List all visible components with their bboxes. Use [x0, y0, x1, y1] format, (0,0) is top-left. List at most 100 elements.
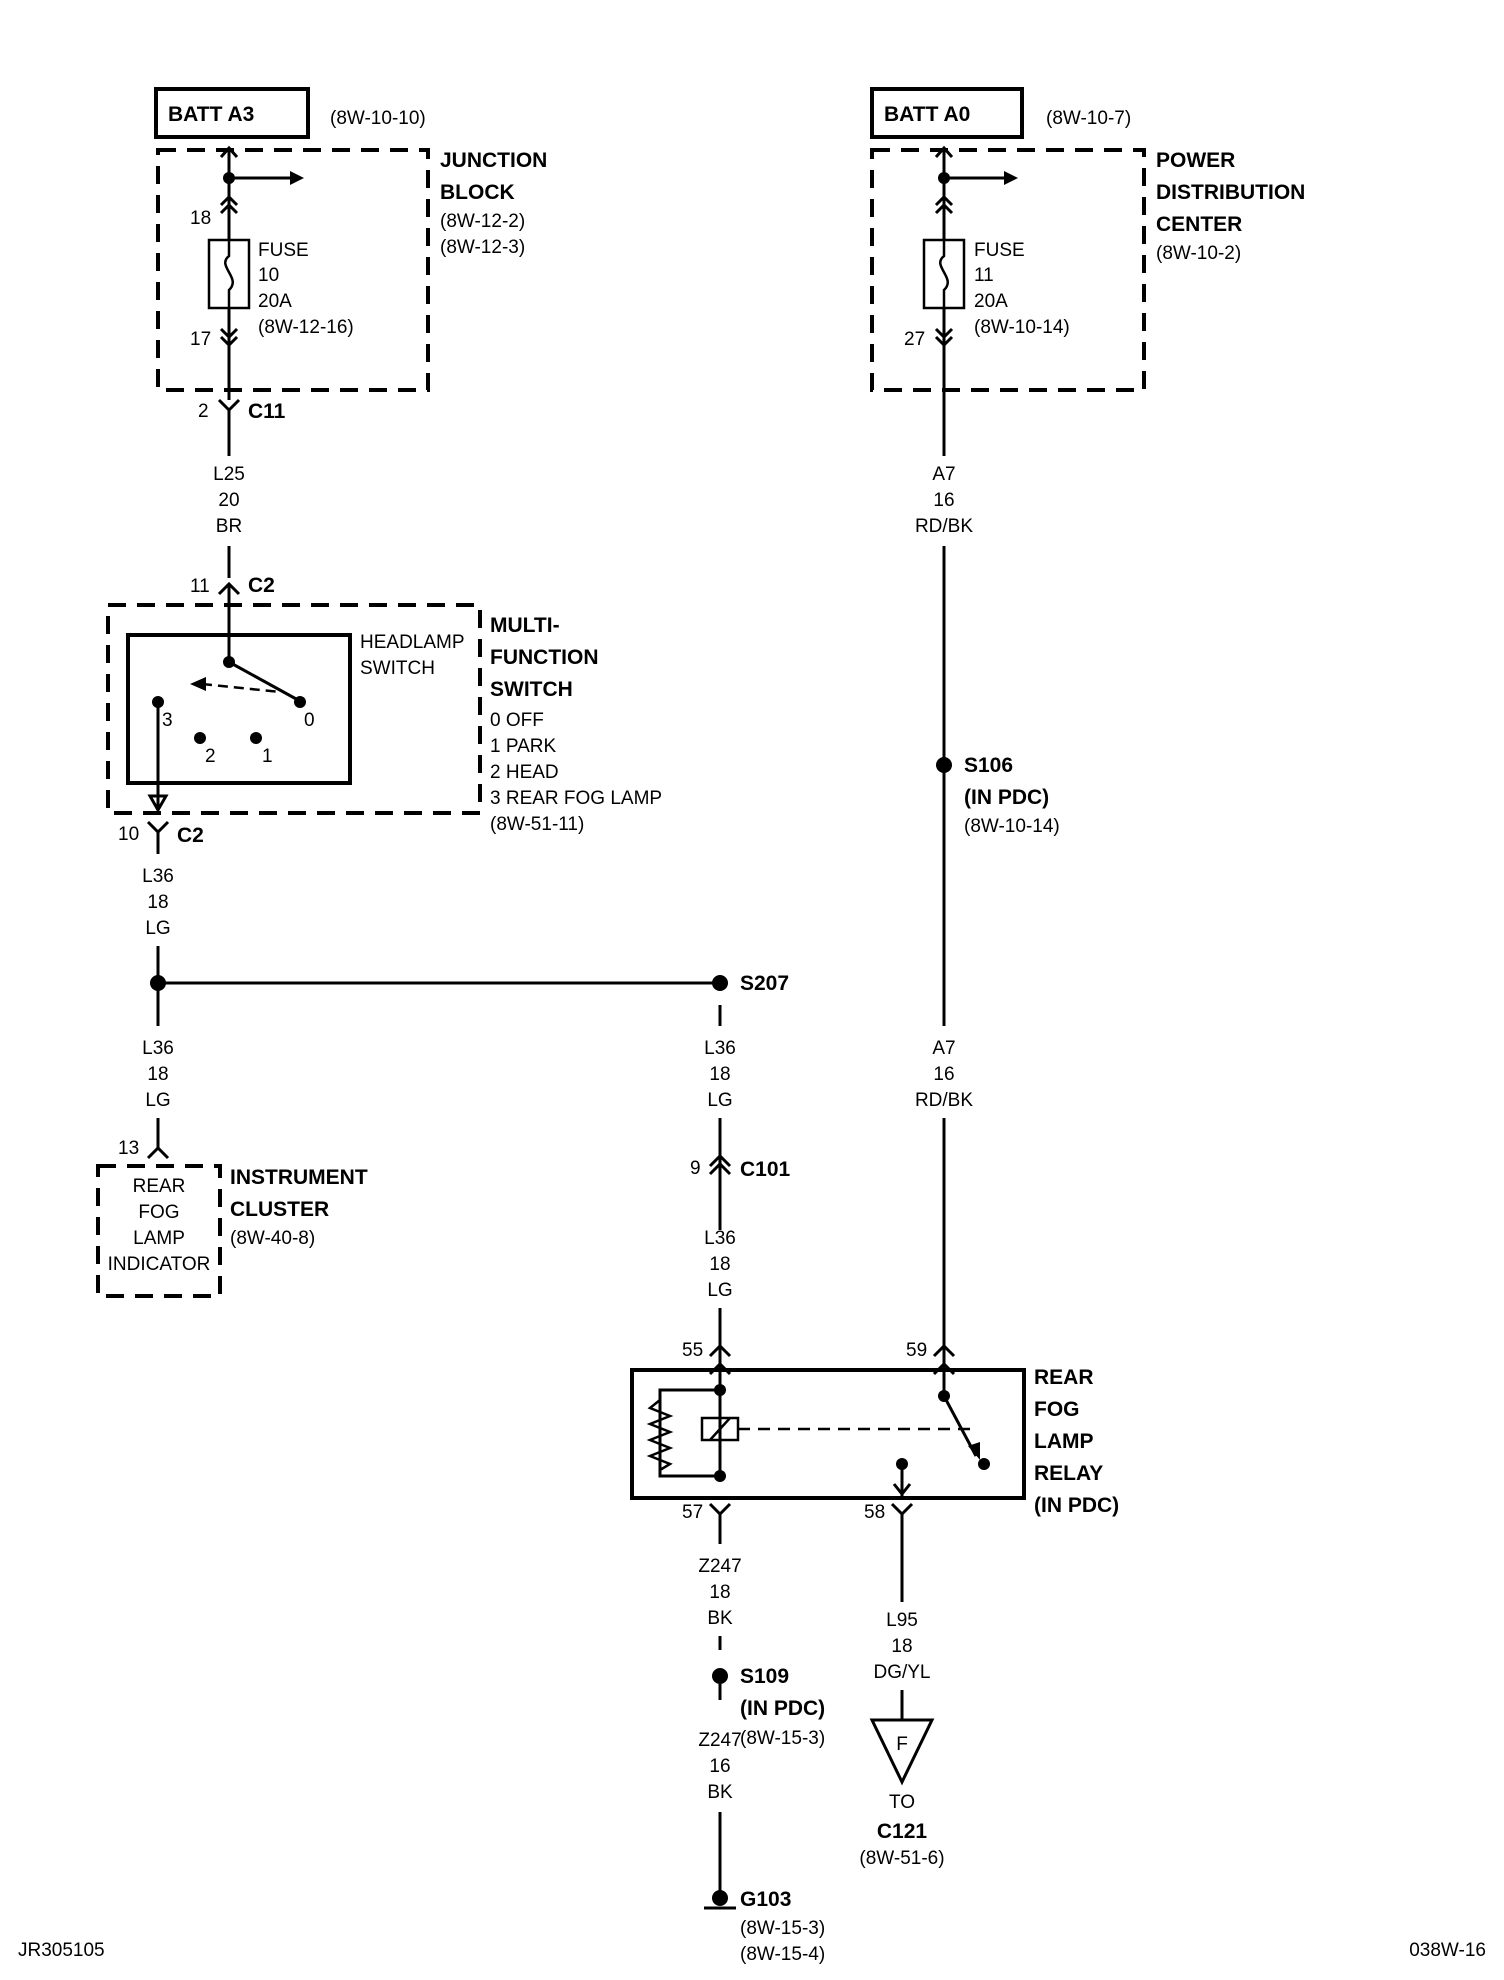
- jb-pin-in: 18: [190, 208, 211, 229]
- a7-b-gauge: 16: [933, 1064, 954, 1085]
- s106-ref: (8W-10-14): [964, 816, 1060, 837]
- relay-title-3: RELAY: [1034, 1462, 1103, 1485]
- connector-f-c121: F TO C121 (8W-51-6): [859, 1718, 945, 1869]
- ic-title-1: INSTRUMENT: [230, 1166, 368, 1189]
- a7-a-circuit: A7: [932, 464, 955, 485]
- wire-a7-b: A7 16 RD/BK: [915, 1038, 973, 1348]
- l36-b-color: LG: [145, 1090, 170, 1111]
- jb-pin-out: 17: [190, 329, 211, 350]
- s207-name: S207: [740, 972, 789, 995]
- l36-d-color: LG: [707, 1280, 732, 1301]
- c2-out-name: C2: [177, 824, 204, 847]
- wire-a7-a: A7 16 RD/BK: [915, 464, 973, 1026]
- connector-f-to: TO: [889, 1792, 915, 1813]
- headlamp-switch-box: [126, 633, 352, 785]
- headlamp-label-2: SWITCH: [360, 658, 435, 679]
- mfs-title-2: FUNCTION: [490, 646, 599, 669]
- connector-c11: 2 C11: [198, 390, 286, 423]
- relay-title-1: FOG: [1034, 1398, 1080, 1421]
- l36-b-gauge: 18: [147, 1064, 168, 1085]
- z247-b-color: BK: [707, 1782, 733, 1803]
- fuse-11-label: FUSE: [974, 240, 1025, 261]
- z247-a-circuit: Z247: [698, 1556, 741, 1577]
- batt-a3-label: BATT A3: [168, 103, 254, 126]
- connector-f-ref: (8W-51-6): [859, 1848, 944, 1869]
- multifunction-switch: 0 3 2 1 HEADLAMP SWITCH MULTI- FUNCTION …: [106, 584, 662, 835]
- z247-b-gauge: 16: [709, 1756, 730, 1777]
- s109-sub: (IN PDC): [740, 1697, 825, 1720]
- junction-block: JUNCTION BLOCK (8W-12-2) (8W-12-3) 18 FU…: [156, 145, 547, 392]
- pdc-ref: (8W-10-2): [1156, 243, 1241, 264]
- relay-pin-55: 55: [682, 1340, 703, 1361]
- ic-ref: (8W-40-8): [230, 1228, 315, 1249]
- pdc-pin-out: 27: [904, 329, 925, 350]
- l25-gauge: 20: [218, 490, 239, 511]
- batt-a0-ref: (8W-10-7): [1046, 108, 1131, 129]
- batt-a3: BATT A3 (8W-10-10): [154, 87, 426, 139]
- power-distribution-center: POWER DISTRIBUTION CENTER (8W-10-2) FUSE…: [870, 145, 1305, 456]
- fuse-11-number: 11: [974, 265, 994, 286]
- ic-title-2: CLUSTER: [230, 1198, 329, 1221]
- connector-c101: 9 C101: [690, 1153, 791, 1181]
- l36-b-circuit: L36: [142, 1038, 174, 1059]
- pdc-title-2: DISTRIBUTION: [1156, 181, 1305, 204]
- fuse-10-number: 10: [258, 265, 279, 286]
- pdc-title-3: CENTER: [1156, 213, 1242, 236]
- c2-in-pin: 11: [190, 576, 210, 597]
- footer-left-id: JR305105: [18, 1940, 105, 1961]
- c101-name: C101: [740, 1158, 791, 1181]
- l36-d-gauge: 18: [709, 1254, 730, 1275]
- c11-pin: 2: [198, 401, 209, 422]
- wire-l36-d: L36 18 LG: [704, 1228, 736, 1348]
- z247-a-gauge: 18: [709, 1582, 730, 1603]
- l36-a-gauge: 18: [147, 892, 168, 913]
- wire-l36-a: L36 18 LG: [142, 842, 174, 1010]
- mfs-legend-0: 0 OFF: [490, 710, 544, 731]
- connector-f-letter: F: [896, 1734, 908, 1755]
- arrow-right-icon: [1004, 171, 1018, 185]
- c101-pin: 9: [690, 1158, 701, 1179]
- batt-a3-ref: (8W-10-10): [330, 108, 426, 129]
- splice-s207-run: S207: [150, 972, 789, 995]
- mfs-title-3: SWITCH: [490, 678, 573, 701]
- mfs-legend-2: 2 HEAD: [490, 762, 559, 783]
- mfs-legend-1: 1 PARK: [490, 736, 557, 757]
- c2-out-pin: 10: [118, 824, 139, 845]
- relay-pin-57: 57: [682, 1502, 703, 1523]
- c2-in-name: C2: [248, 574, 275, 597]
- ground-g103: G103 (8W-15-3) (8W-15-4): [704, 1888, 825, 1965]
- s106-name: S106: [964, 754, 1013, 777]
- a7-a-gauge: 16: [933, 490, 954, 511]
- mfs-legend-3: 3 REAR FOG LAMP: [490, 788, 662, 809]
- relay-pin-58: 58: [864, 1502, 885, 1523]
- s207-dot: [712, 975, 728, 991]
- mfs-ref: (8W-51-11): [490, 814, 584, 835]
- pos-1: 1: [262, 746, 273, 767]
- g103-ref-2: (8W-15-4): [740, 1944, 825, 1965]
- g103-ref-1: (8W-15-3): [740, 1918, 825, 1939]
- l95-gauge: 18: [891, 1636, 912, 1657]
- ic-ind-1: FOG: [138, 1202, 179, 1223]
- z247-a-color: BK: [707, 1608, 733, 1629]
- pos-3: 3: [162, 710, 173, 731]
- mfs-title-1: MULTI-: [490, 614, 560, 637]
- pos-2: 2: [205, 746, 216, 767]
- l36-c-gauge: 18: [709, 1064, 730, 1085]
- wire-z247-b: Z247 16 BK: [698, 1730, 742, 1896]
- l36-a-color: LG: [145, 918, 170, 939]
- l25-circuit: L25: [213, 464, 245, 485]
- wire-l36-c: L36 18 LG: [704, 1005, 736, 1230]
- arrow-left-icon: [190, 677, 206, 691]
- connector-c2-out: 10 C2: [118, 820, 204, 847]
- connector-c2-in: 11 C2: [190, 574, 275, 597]
- l36-c-color: LG: [707, 1090, 732, 1111]
- footer-right-id: 038W-16: [1409, 1940, 1486, 1961]
- arrow-right-icon: [290, 171, 304, 185]
- splice-s106: S106 (IN PDC) (8W-10-14): [936, 754, 1060, 837]
- l36-d-circuit: L36: [704, 1228, 736, 1249]
- rear-fog-lamp-relay: 55 59 57 58 REAR FOG LAMP RELAY (IN PDC): [630, 1340, 1119, 1523]
- c11-name: C11: [248, 400, 286, 423]
- ic-ind-3: INDICATOR: [108, 1254, 211, 1275]
